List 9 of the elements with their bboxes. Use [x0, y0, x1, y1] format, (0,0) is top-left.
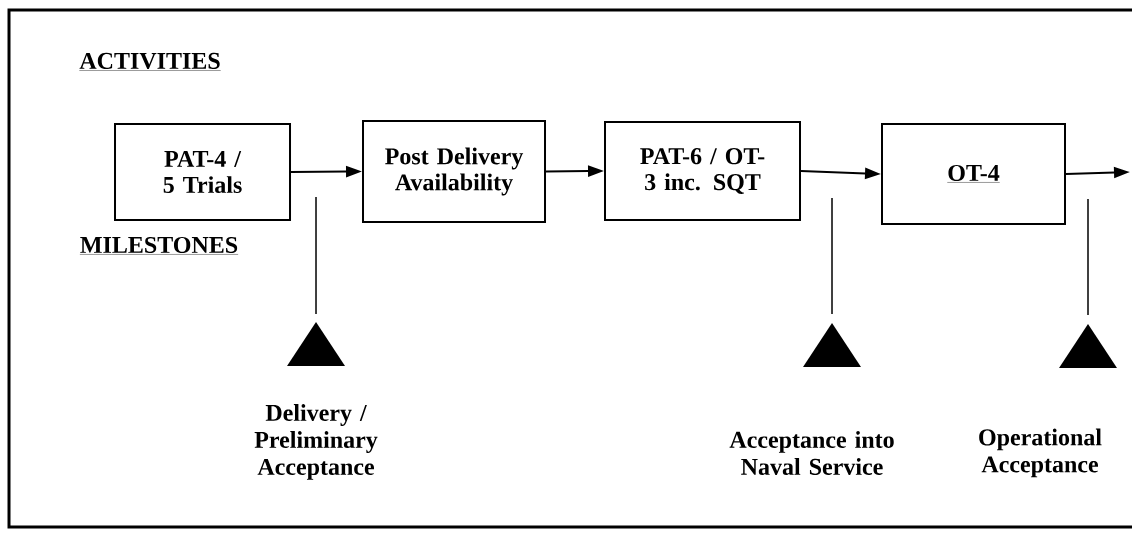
process-box: Post Delivery Availability [362, 120, 546, 223]
milestone-label: Operational Acceptance [979, 428, 1102, 478]
process-box: PAT-4 / 5 Trials [114, 123, 291, 221]
section-heading: ACTIVITIES [79, 52, 221, 71]
milestone-label: Acceptance into Naval Service [729, 431, 894, 475]
section-heading: MILESTONES [79, 236, 239, 255]
process-box: OT-4 [881, 123, 1066, 225]
milestone-label: Delivery / Preliminary Acceptance [254, 404, 378, 480]
process-box: PAT-6 / OT-3 inc. SQT [604, 121, 801, 221]
